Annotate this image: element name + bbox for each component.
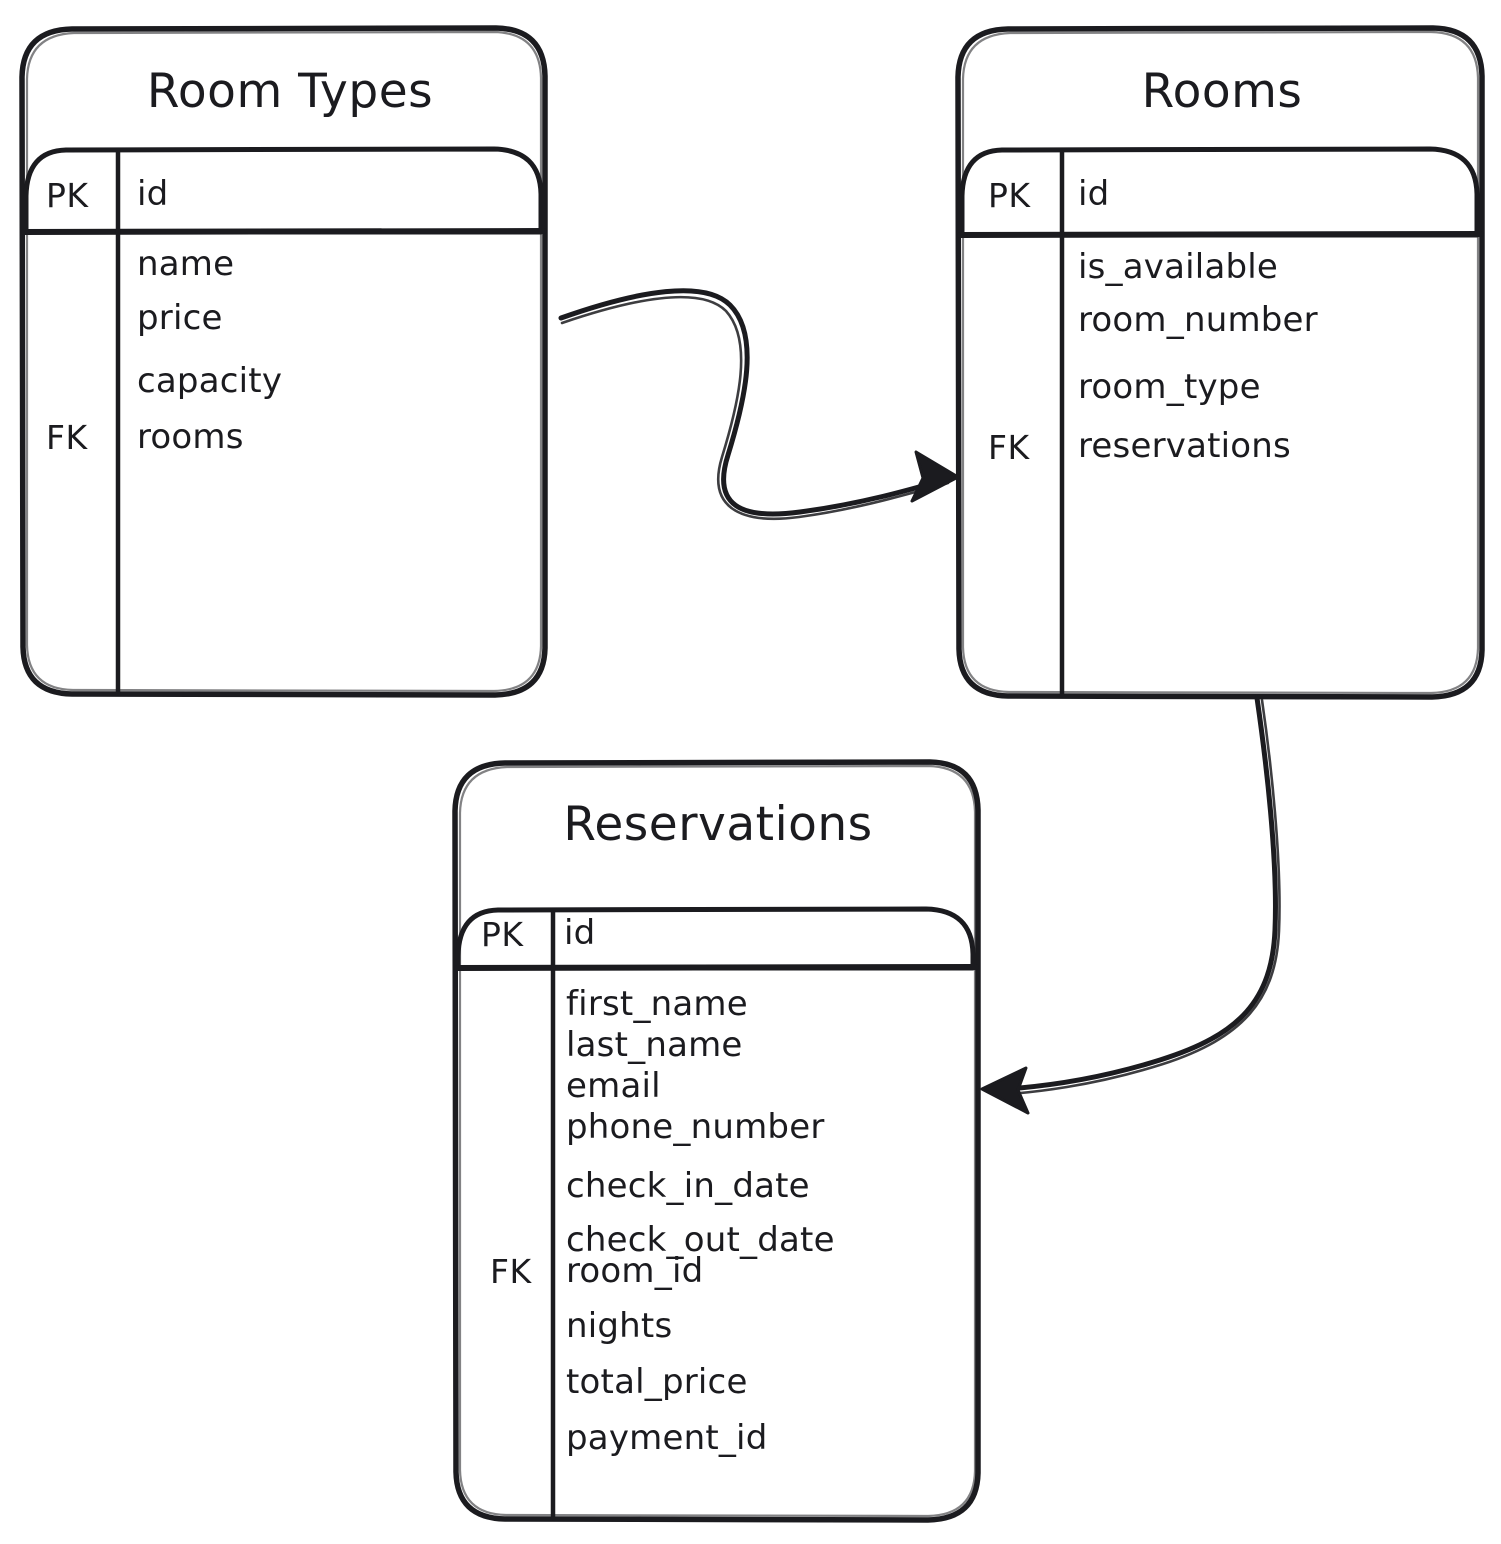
reservations-header-separator bbox=[454, 964, 979, 971]
reservations-pk-panel bbox=[455, 906, 976, 971]
connector-line-rooms-reservations-2 bbox=[992, 698, 1281, 1097]
rooms-outer-box-2 bbox=[961, 30, 1480, 695]
reservations-outer-box-2 bbox=[458, 764, 977, 1518]
connector-line-room-types-rooms-2 bbox=[560, 295, 950, 521]
arrowhead-into-reservations bbox=[980, 1066, 1030, 1115]
rooms-pk-panel bbox=[959, 146, 1480, 238]
relationship-room-types-to-rooms[interactable] bbox=[558, 288, 960, 521]
entity-rooms[interactable] bbox=[955, 25, 1485, 700]
relationship-rooms-to-reservations[interactable] bbox=[980, 695, 1281, 1115]
room-types-outer-box-2 bbox=[25, 30, 543, 693]
rooms-header-separator bbox=[957, 231, 1484, 238]
connector-line-rooms-reservations bbox=[989, 695, 1278, 1093]
room-types-header-separator bbox=[21, 228, 547, 235]
entity-room-types[interactable] bbox=[19, 25, 548, 698]
room-types-pk-panel bbox=[23, 146, 544, 235]
reservations-outer-box bbox=[452, 759, 981, 1523]
connector-line-room-types-rooms bbox=[558, 288, 953, 517]
rooms-outer-box bbox=[955, 25, 1485, 700]
room-types-outer-box bbox=[19, 25, 548, 698]
arrowhead-into-rooms bbox=[910, 450, 960, 503]
entity-reservations[interactable] bbox=[452, 759, 981, 1523]
